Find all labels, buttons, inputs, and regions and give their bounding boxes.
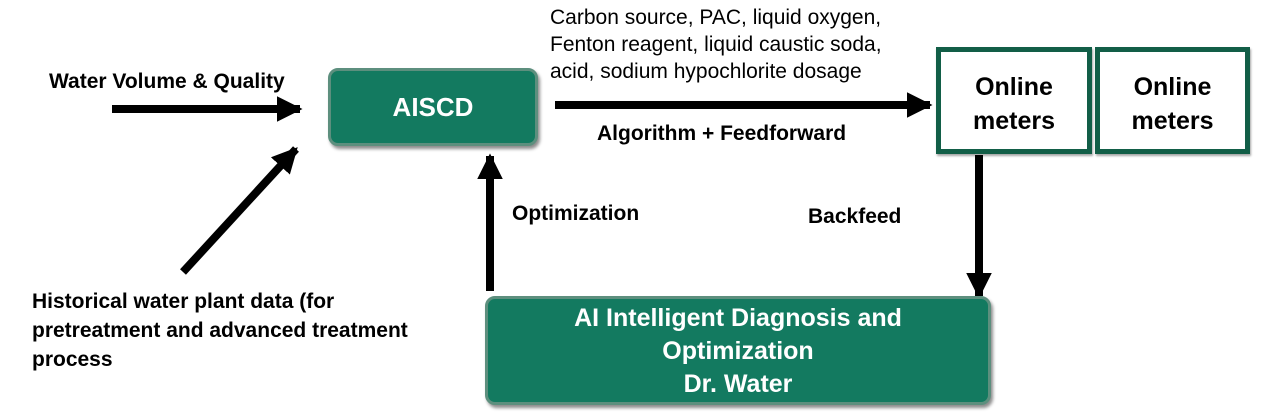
- dr-water-line-1: AI Intelligent Diagnosis and: [574, 304, 902, 332]
- aiscd-box: AISCD: [328, 68, 538, 146]
- online-meters-2-line-2: meters: [1131, 107, 1214, 135]
- algorithm-feedforward-label: Algorithm + Feedforward: [597, 122, 847, 145]
- water-volume-label: Water Volume & Quality: [49, 70, 285, 93]
- online-meters-1-line-2: meters: [973, 107, 1055, 135]
- online-meters-1-line-1: Online: [975, 73, 1053, 101]
- dr-water-line-3: Dr. Water: [683, 370, 793, 398]
- historical-data-arrow: [180, 146, 299, 275]
- historical-line-2: pretreatment and advanced treatment: [32, 319, 408, 342]
- dr-water-line-2: Optimization: [662, 337, 814, 365]
- dosage-line-2: Fenton reagent, liquid caustic soda,: [550, 33, 882, 56]
- historical-line-3: process: [32, 348, 113, 371]
- backfeed-label: Backfeed: [808, 205, 902, 228]
- optimization-label: Optimization: [512, 202, 640, 225]
- online-meters-2-line-1: Online: [1133, 73, 1212, 101]
- dosage-line-1: Carbon source, PAC, liquid oxygen,: [550, 6, 882, 29]
- dosage-text: Carbon source, PAC, liquid oxygen, Fento…: [550, 4, 882, 85]
- dosage-line-3: acid, sodium hypochlorite dosage: [550, 60, 862, 83]
- historical-line-1: Historical water plant data (for: [32, 290, 335, 313]
- online-meters-box-1: Online meters: [936, 47, 1092, 154]
- aiscd-label: AISCD: [392, 92, 474, 122]
- historical-data-label: Historical water plant data (for pretrea…: [32, 287, 408, 374]
- online-meters-box-2: Online meters: [1095, 47, 1250, 154]
- dr-water-box: AI Intelligent Diagnosis and Optimizatio…: [485, 296, 991, 405]
